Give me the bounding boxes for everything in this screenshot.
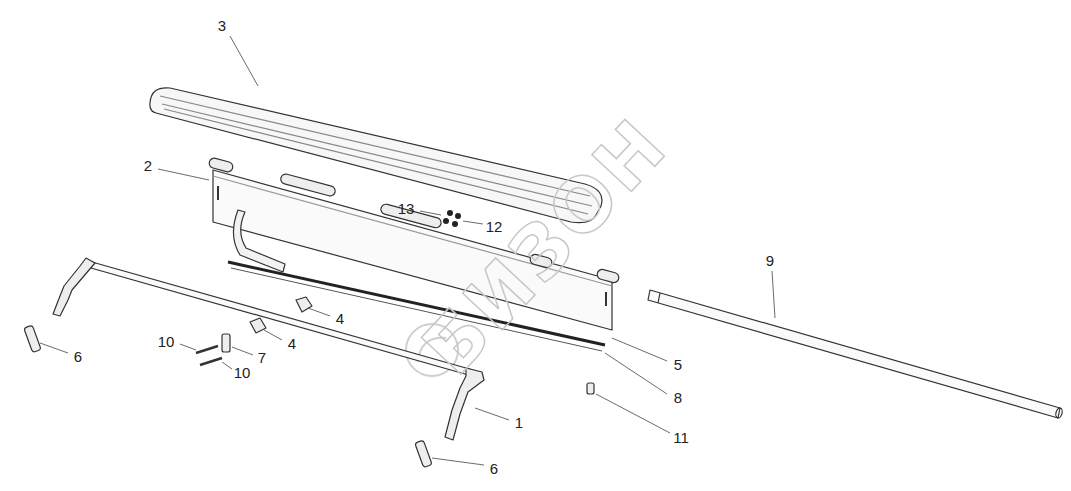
nut-part — [587, 383, 594, 394]
callout-number: 10 — [158, 334, 175, 349]
shaft-part — [53, 258, 484, 440]
callout-number: 7 — [258, 350, 266, 365]
bracket-part — [250, 318, 266, 333]
pin-part — [24, 325, 41, 353]
bolt-part — [196, 346, 218, 353]
callout-number: 11 — [673, 430, 689, 445]
callout-number: 12 — [486, 219, 503, 234]
rivet-part — [443, 210, 461, 227]
callout-number: 13 — [398, 201, 415, 216]
callout-number: 9 — [766, 253, 774, 268]
plate-small-part — [222, 334, 230, 352]
bolt-part — [200, 358, 222, 365]
callout-number: 5 — [674, 357, 682, 372]
leader-line — [40, 36, 775, 465]
callout-number: 4 — [288, 336, 296, 351]
bracket-part — [296, 297, 312, 312]
callout-number: 3 — [218, 18, 226, 33]
callout-number: 4 — [336, 311, 344, 326]
rod-part — [648, 290, 1063, 419]
callout-number: 6 — [74, 349, 82, 364]
callout-number: 10 — [234, 365, 251, 380]
callout-number: 8 — [674, 390, 682, 405]
pin-part — [415, 440, 432, 468]
callout-number: 1 — [515, 415, 523, 430]
callout-number: 6 — [490, 461, 498, 476]
callout-number: 2 — [144, 158, 152, 173]
